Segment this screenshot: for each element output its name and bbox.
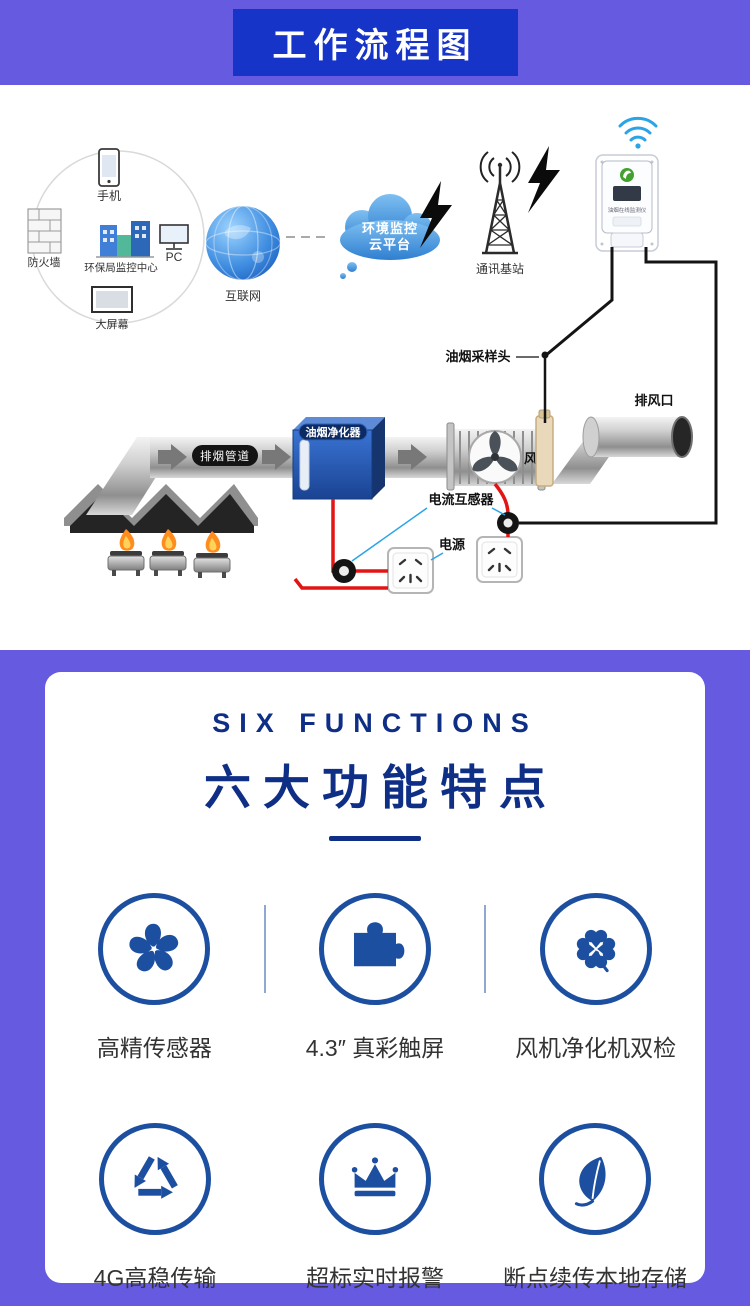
monitor-center-label: 环保局监控中心: [84, 261, 158, 274]
functions-row-2: 4G高稳传输 超标实时报警: [45, 1123, 705, 1293]
clover-icon: [539, 893, 652, 1005]
purifier-label: 油烟净化器: [306, 425, 362, 439]
buildings-icon: [96, 221, 154, 258]
page-title: 工作流程图: [272, 27, 478, 65]
function-label: 4.3″ 真彩触屏: [305, 1035, 445, 1061]
phone-label: 手机: [97, 189, 121, 203]
monitoring-cluster: 手机 防火墙 环保局监控中心: [27, 148, 205, 331]
function-item-4g: 4G高稳传输: [45, 1123, 265, 1293]
cloud-label-line1: 环境监控: [362, 221, 418, 236]
device-logo: [620, 168, 634, 182]
lightning-icon-2: [528, 146, 560, 213]
cloud-label-line2: 云平台: [369, 237, 411, 252]
phone-icon: [98, 148, 120, 187]
big-screen-label: 大屏幕: [96, 317, 129, 331]
exhaust-outlet: [582, 416, 693, 458]
workflow-svg: 手机 防火墙 环保局监控中心: [27, 116, 718, 594]
functions-card: SIX FUNCTIONS 六大功能特点: [45, 672, 705, 1291]
puzzle-icon: [319, 893, 431, 1005]
red-wire-left: [293, 577, 388, 590]
hood: [70, 494, 254, 533]
function-item-dual-check: 风机净化机双检: [486, 893, 705, 1063]
current-transformer-ring: [332, 559, 356, 583]
divider: [263, 905, 266, 993]
ct-leader-1: [351, 507, 428, 562]
sampler-label: 油烟采样头: [445, 349, 510, 364]
workflow-diagram-card: 手机 防火墙 环保局监控中心: [0, 85, 750, 650]
header: 工作流程图: [0, 0, 750, 85]
function-item-storage: 断点续传本地存储: [485, 1123, 705, 1293]
title-underline: [329, 836, 421, 841]
function-item-touchscreen: 4.3″ 真彩触屏: [266, 893, 485, 1063]
function-label: 高精传感器: [96, 1035, 212, 1061]
power-label: 电源: [439, 537, 465, 552]
power-outlet-2: [476, 536, 523, 583]
crown-icon: [319, 1123, 431, 1235]
pc-icon: [159, 224, 189, 250]
current-transformer-label: 电流互感器: [428, 492, 494, 507]
device-screen: [613, 186, 641, 201]
pinwheel-icon: [98, 893, 211, 1005]
stoves: [107, 529, 231, 578]
pc-label: PC: [166, 250, 183, 264]
duct-tag: 排烟管道: [192, 445, 258, 466]
stove: [107, 529, 145, 576]
internet-label: 互联网: [225, 289, 261, 303]
firewall-icon: [27, 208, 62, 254]
functions-row-1: 高精传感器 4.3″ 真彩触屏: [45, 893, 705, 1063]
firewall-label: 防火墙: [28, 255, 61, 269]
device-name-label: 油烟在线监测仪: [608, 206, 647, 214]
power-cable: [519, 247, 718, 525]
leaf-icon: [539, 1123, 651, 1235]
sampling-probe: [535, 351, 554, 487]
signal-cable: [544, 247, 614, 358]
function-label: 风机净化机双检: [515, 1035, 677, 1061]
stove: [193, 531, 231, 578]
outlet-label: 排风口: [634, 393, 673, 408]
divider: [484, 905, 487, 993]
lightning-icon: [420, 181, 452, 248]
functions-grid: 高精传感器 4.3″ 真彩触屏: [45, 893, 705, 1293]
power-leader: [430, 552, 444, 561]
function-label: 4G高稳传输: [93, 1265, 217, 1291]
internet-globe: [205, 205, 281, 281]
function-item-sensor: 高精传感器: [45, 893, 264, 1063]
function-item-alarm: 超标实时报警: [265, 1123, 485, 1293]
recycle-icon: [99, 1123, 211, 1235]
functions-title: 六大功能特点: [204, 761, 558, 814]
power-outlet-1: [387, 547, 434, 594]
duct-tag-label: 排烟管道: [200, 449, 250, 463]
cloud-platform: 环境监控 云平台: [340, 194, 440, 279]
page-title-box: 工作流程图: [232, 9, 518, 76]
function-label: 超标实时报警: [306, 1265, 444, 1291]
monitor-device: 油烟在线监测仪: [595, 154, 659, 252]
current-transformer-ring-2: [497, 512, 519, 534]
purifier-box: 油烟净化器: [292, 417, 385, 500]
fan-unit: [468, 430, 522, 484]
function-label: 断点续传本地存储: [503, 1265, 687, 1291]
comm-tower-icon: [479, 151, 521, 255]
wifi-icon: [618, 116, 658, 149]
stove: [149, 529, 187, 576]
big-screen-icon: [91, 286, 133, 313]
functions-eyebrow: SIX FUNCTIONS: [212, 708, 538, 738]
base-station-label: 通讯基站: [476, 262, 524, 276]
ct-leader-2: [491, 507, 506, 516]
